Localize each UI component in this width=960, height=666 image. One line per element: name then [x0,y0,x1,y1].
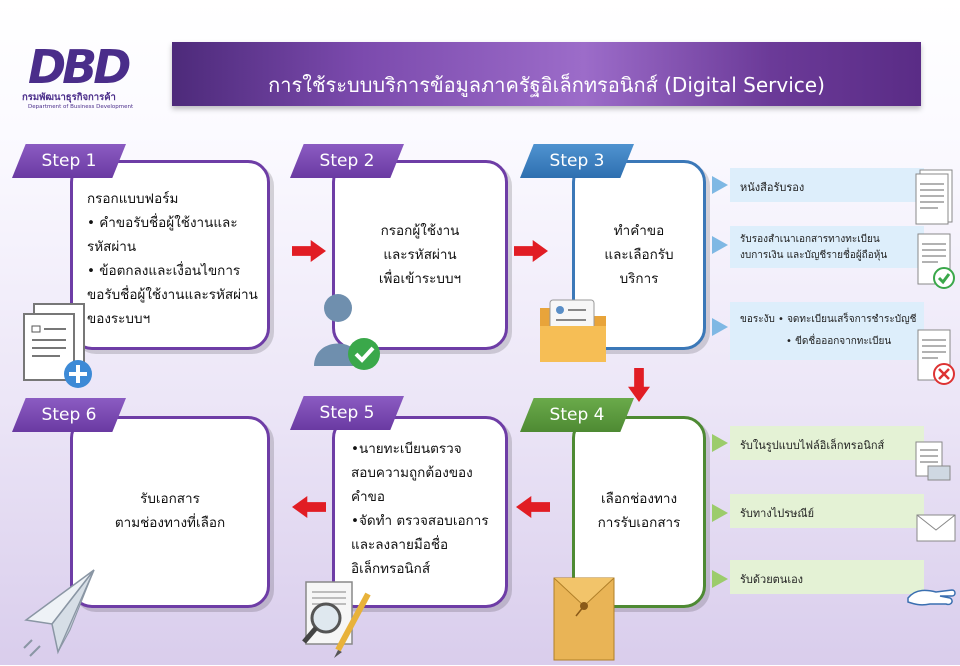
paper-plane-icon [22,566,102,662]
step-5-label: Step 5 [290,396,404,430]
step-2-line: และรหัสผ่าน [383,247,457,263]
step-5-line: คำขอ [351,489,385,505]
step-1-line: รหัสผ่าน [87,239,137,255]
step-1-line: กรอกแบบฟอร์ม [87,191,179,207]
user-check-icon [312,292,384,378]
step-3-label: Step 3 [520,144,634,178]
delivery-option-text: รับด้วยตนเอง [740,573,804,586]
step-4-label: Step 4 [520,398,634,432]
service-option-text: หนังสือรับรอง [740,181,805,194]
step-1-line: ขอรับชื่อผู้ใช้งานและรหัสผ่าน [87,287,258,303]
service-pointer [712,318,728,336]
service-option-line: รับรองสำเนาเอกสารทางทะเบียน [740,234,880,245]
step-4-box: เลือกช่องทาง การรับเอกสาร [572,416,706,608]
step-5-line: และลงลายมือชื่อ [351,537,449,553]
flow-arrow-5-6 [292,496,326,518]
step-4-line: เลือกช่องทาง [600,491,678,507]
step-3-line: ทำคำขอ [613,223,665,239]
logo-mark: DBD [28,40,131,94]
file-icon [914,440,954,486]
step-5-line: อิเล็กทรอนิกส์ [351,561,431,577]
step-5-line: •นายทะเบียนตรวจ [351,441,462,457]
step-1-line: ของระบบฯ [87,311,151,327]
step-6-line: ตามช่องทางที่เลือก [114,515,226,531]
delivery-option-text: รับในรูปแบบไฟล์อิเล็กทรอนิกส์ [740,439,885,452]
document-icon [914,168,954,230]
step-5-text: •นายทะเบียนตรวจ สอบความถูกต้องของ คำขอ •… [351,437,489,581]
form-icon [20,302,100,394]
delivery-option-text: รับทางไปรษณีย์ [740,507,815,520]
flow-arrow-2-3 [514,240,548,262]
step-5-line: •จัดทำ ตรวจสอบเอการ [351,513,489,529]
title-banner: การใช้ระบบบริการข้อมูลภาครัฐอิเล็กทรอนิก… [172,42,921,106]
step-2-box: กรอกผู้ใช้งาน และรหัสผ่าน เพื่อเข้าระบบฯ [332,160,508,350]
step-3-line: และเลือกรับ [604,247,674,263]
service-option-line: งบการเงิน และบัญชีรายชื่อผู้ถือหุ้น [740,250,888,261]
service-pointer [712,176,728,194]
step-2-line: เพื่อเข้าระบบฯ [378,271,462,287]
review-document-icon [298,580,378,666]
delivery-pointer [712,570,728,588]
flow-arrow-3-4 [628,368,650,402]
service-option-text: รับรองสำเนาเอกสารทางทะเบียน งบการเงิน แล… [740,232,887,264]
step-2-label: Step 2 [290,144,404,178]
step-6-label: Step 6 [12,398,126,432]
step-6-line: รับเอกสาร [140,491,200,507]
flow-arrow-4-5 [516,496,550,518]
logo-name-en: Department of Business Development [28,104,134,110]
service-option-line: ขอระงับ • จดทะเบียนเสร็จการชำระบัญชี [740,314,917,325]
delivery-pointer [712,504,728,522]
mail-icon [916,514,956,546]
step-1-label: Step 1 [12,144,126,178]
step-1-line: • ข้อตกลงและเงื่อนไขการ [87,263,241,279]
folder-icon [536,296,610,370]
document-check-icon [916,232,956,294]
service-pointer [712,236,728,254]
delivery-pointer [712,434,728,452]
delivery-option-mail: รับทางไปรษณีย์ [730,494,924,528]
step-1-box: กรอกแบบฟอร์ม • คำขอรับชื่อผู้ใช้งานและ ร… [70,160,270,350]
step-6-text: รับเอกสาร ตามช่องทางที่เลือก [73,487,267,535]
step-1-line: • คำขอรับชื่อผู้ใช้งานและ [87,215,238,231]
dbd-logo: DBD กรมพัฒนาธุรกิจการค้า Department of B… [22,40,152,122]
step-4-line: การรับเอกสาร [597,515,681,531]
envelope-icon [552,576,618,666]
step-5-box: •นายทะเบียนตรวจ สอบความถูกต้องของ คำขอ •… [332,416,508,608]
page-title: การใช้ระบบบริการข้อมูลภาครัฐอิเล็กทรอนิก… [268,73,825,97]
delivery-option-self: รับด้วยตนเอง [730,560,924,594]
flow-arrow-1-2 [292,240,326,262]
step-3-text: ทำคำขอ และเลือกรับ บริการ [575,219,703,291]
hand-icon [906,584,956,612]
delivery-option-electronic: รับในรูปแบบไฟล์อิเล็กทรอนิกส์ [730,426,924,460]
step-2-line: กรอกผู้ใช้งาน [380,223,460,239]
document-cancel-icon [916,328,956,390]
service-option-suspend: ขอระงับ • จดทะเบียนเสร็จการชำระบัญชี • ข… [730,302,924,360]
service-option-copy: รับรองสำเนาเอกสารทางทะเบียน งบการเงิน แล… [730,226,924,268]
service-option-line: • ขีดชื่อออกจากทะเบียน [786,336,892,347]
step-6-box: รับเอกสาร ตามช่องทางที่เลือก [70,416,270,608]
step-5-line: สอบความถูกต้องของ [351,465,473,481]
logo-name-th: กรมพัฒนาธุรกิจการค้า [22,92,116,103]
service-option-certificate: หนังสือรับรอง [730,168,924,202]
step-1-text: กรอกแบบฟอร์ม • คำขอรับชื่อผู้ใช้งานและ ร… [87,187,258,331]
step-3-line: บริการ [619,271,659,287]
step-2-text: กรอกผู้ใช้งาน และรหัสผ่าน เพื่อเข้าระบบฯ [335,219,505,291]
step-4-text: เลือกช่องทาง การรับเอกสาร [575,487,703,535]
